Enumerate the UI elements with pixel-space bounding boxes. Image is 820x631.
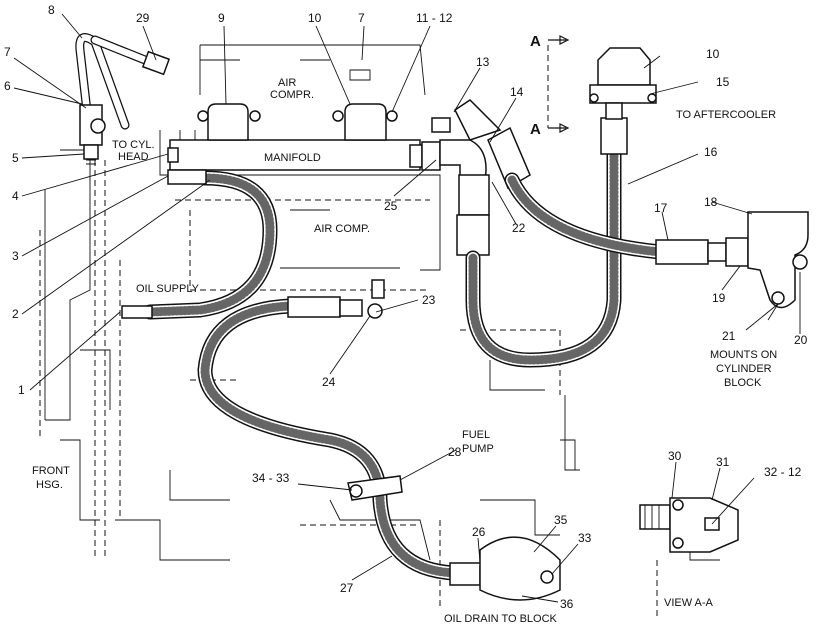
- to-aftercooler-label: TO AFTERCOOLER: [676, 109, 776, 121]
- callout-31: 31: [716, 455, 730, 469]
- callout-36: 36: [560, 597, 574, 611]
- callout-27: 27: [340, 581, 354, 595]
- callout-2: 2: [12, 307, 19, 321]
- mounts-label-2: CYLINDER: [716, 363, 772, 375]
- compressor-outlet-hose: [431, 99, 668, 368]
- front-hsg-label-2: HSG.: [36, 479, 63, 491]
- section-a-bottom-label: A: [530, 121, 541, 138]
- callout-7-top: 7: [358, 11, 365, 25]
- leader-lines: [13, 13, 801, 603]
- callout-4: 4: [12, 189, 19, 203]
- air-comp-label: AIR COMP.: [314, 223, 370, 235]
- fuel-pump-label-1: FUEL: [462, 429, 490, 441]
- air-compr-label-2: COMPR.: [270, 89, 314, 101]
- callout-3: 3: [12, 249, 19, 263]
- callout-5: 5: [12, 151, 19, 165]
- to-cyl-head-label-2: HEAD: [118, 151, 149, 163]
- callout-28: 28: [448, 445, 462, 459]
- fuel-pump-label-2: PUMP: [462, 443, 494, 455]
- to-cyl-head-label-1: TO CYL.: [112, 139, 155, 151]
- callout-11-12: 11 - 12: [416, 11, 453, 25]
- manifold-label: MANIFOLD: [264, 152, 321, 164]
- section-a-top-label: A: [530, 33, 541, 50]
- callout-1: 1: [18, 383, 25, 397]
- callout-20: 20: [794, 333, 808, 347]
- callout-19: 19: [712, 291, 726, 305]
- air-compr-label-1: AIR: [278, 77, 296, 89]
- mounts-label-1: MOUNTS ON: [710, 349, 777, 361]
- callout-24: 24: [322, 375, 336, 389]
- section-a-indicator: A A: [530, 33, 570, 138]
- callout-34-33: 34 - 33: [252, 471, 290, 485]
- callout-13: 13: [476, 55, 490, 69]
- callout-33: 33: [578, 531, 592, 545]
- callout-14: 14: [510, 85, 524, 99]
- callout-7-left: 7: [4, 45, 11, 59]
- callout-8: 8: [48, 3, 55, 17]
- aftercooler-fitting: [589, 47, 657, 120]
- oil-supply-line: [121, 169, 278, 320]
- engine-background-outline: [39, 44, 580, 610]
- callout-32-12: 32 - 12: [764, 465, 802, 479]
- callout-35: 35: [554, 513, 568, 527]
- oil-drain-label: OIL DRAIN TO BLOCK: [444, 613, 558, 625]
- tube-to-cylinder-head: [75, 33, 171, 165]
- callout-29: 29: [136, 11, 150, 25]
- callout-22: 22: [512, 221, 526, 235]
- oil-supply-label: OIL SUPPLY: [136, 283, 200, 295]
- callout-10-top: 10: [308, 11, 322, 25]
- callout-numbers: 8 29 9 10 7 11 - 12 7 6 5 4 3 2 1 13 14 …: [4, 3, 808, 611]
- callout-21: 21: [722, 329, 736, 343]
- manifold: [167, 103, 441, 171]
- callout-25: 25: [384, 199, 398, 213]
- callout-15: 15: [716, 75, 730, 89]
- callout-26: 26: [472, 525, 486, 539]
- callout-9: 9: [218, 11, 225, 25]
- oil-drain-hose: [197, 279, 561, 601]
- text-labels: TO CYL. HEAD AIR COMPR. MANIFOLD AIR COM…: [32, 77, 777, 625]
- callout-18: 18: [704, 195, 718, 209]
- callout-30: 30: [668, 449, 682, 463]
- callout-17: 17: [654, 201, 668, 215]
- callout-6: 6: [4, 79, 11, 93]
- front-hsg-label-1: FRONT: [32, 465, 70, 477]
- view-aa-label: VIEW A-A: [664, 597, 714, 609]
- callout-10-right: 10: [706, 47, 720, 61]
- callout-16: 16: [704, 145, 718, 159]
- callout-23: 23: [422, 293, 436, 307]
- view-aa-detail: [639, 497, 739, 620]
- tee-fitting: [655, 211, 809, 309]
- mounts-label-3: BLOCK: [724, 377, 762, 389]
